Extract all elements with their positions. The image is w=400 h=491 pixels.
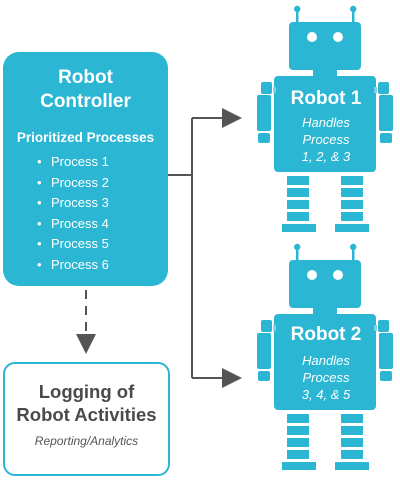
- process-item: • Process 3: [37, 193, 109, 214]
- bullet: •: [37, 154, 42, 169]
- bullet: •: [37, 236, 42, 252]
- process-item: • Process 2: [37, 173, 109, 194]
- controller-subtitle: Prioritized Processes: [16, 130, 155, 145]
- process-label: Process 5: [51, 236, 109, 252]
- robot-2-desc-line-1: Handles: [302, 353, 350, 368]
- process-item: • Process 4: [37, 214, 109, 235]
- process-label: Process 1: [51, 154, 109, 169]
- bullet: •: [37, 174, 42, 190]
- robot-1-desc-line-1: Handles: [302, 115, 350, 130]
- robot-2-icon: [257, 243, 393, 470]
- logging-title: Logging of Robot Activities: [5, 380, 168, 426]
- robot-1-desc-line-2: Process: [302, 132, 350, 147]
- process-item: • Process 1: [37, 152, 109, 173]
- logging-title-line-2: Robot Activities: [16, 404, 157, 425]
- logging-title-line-1: Logging of: [38, 381, 135, 402]
- bullet: •: [37, 215, 42, 231]
- process-label: Process 2: [51, 174, 109, 190]
- logging-subtitle: Reporting/Analytics: [34, 434, 139, 448]
- logging-box: Logging of Robot Activities Reporting/An…: [3, 362, 170, 476]
- robot-controller-box: Robot Controller Prioritized Processes •…: [3, 52, 168, 286]
- process-label: Process 4: [51, 215, 109, 231]
- robot-2-desc-line-2: Process: [302, 370, 350, 385]
- bullet: •: [37, 195, 42, 211]
- robot-1-description: Handles Process 1, 2, & 3: [276, 114, 376, 165]
- process-item: • Process 5: [37, 234, 109, 255]
- controller-title-line-1: Robot: [58, 67, 113, 88]
- robot-1-title: Robot 1: [290, 88, 362, 109]
- process-list: • Process 1 • Process 2 • Process 3 • Proces…: [37, 152, 109, 276]
- robot-1-icon: [257, 5, 393, 232]
- robot-2-description: Handles Process 3, 4, & 5: [276, 352, 376, 403]
- robot-2-title: Robot 2: [290, 324, 362, 345]
- robot-2-desc-line-3: 3, 4, & 5: [301, 387, 351, 402]
- connector-controller-robots: [168, 118, 193, 378]
- controller-title: Robot Controller: [3, 66, 168, 114]
- robot-1-desc-line-3: 1, 2, & 3: [301, 149, 351, 164]
- controller-title-line-2: Controller: [40, 91, 131, 112]
- bullet: •: [37, 256, 42, 272]
- process-label: Process 6: [51, 256, 109, 272]
- process-item: • Process 6: [37, 255, 109, 276]
- process-label: Process 3: [51, 195, 109, 211]
